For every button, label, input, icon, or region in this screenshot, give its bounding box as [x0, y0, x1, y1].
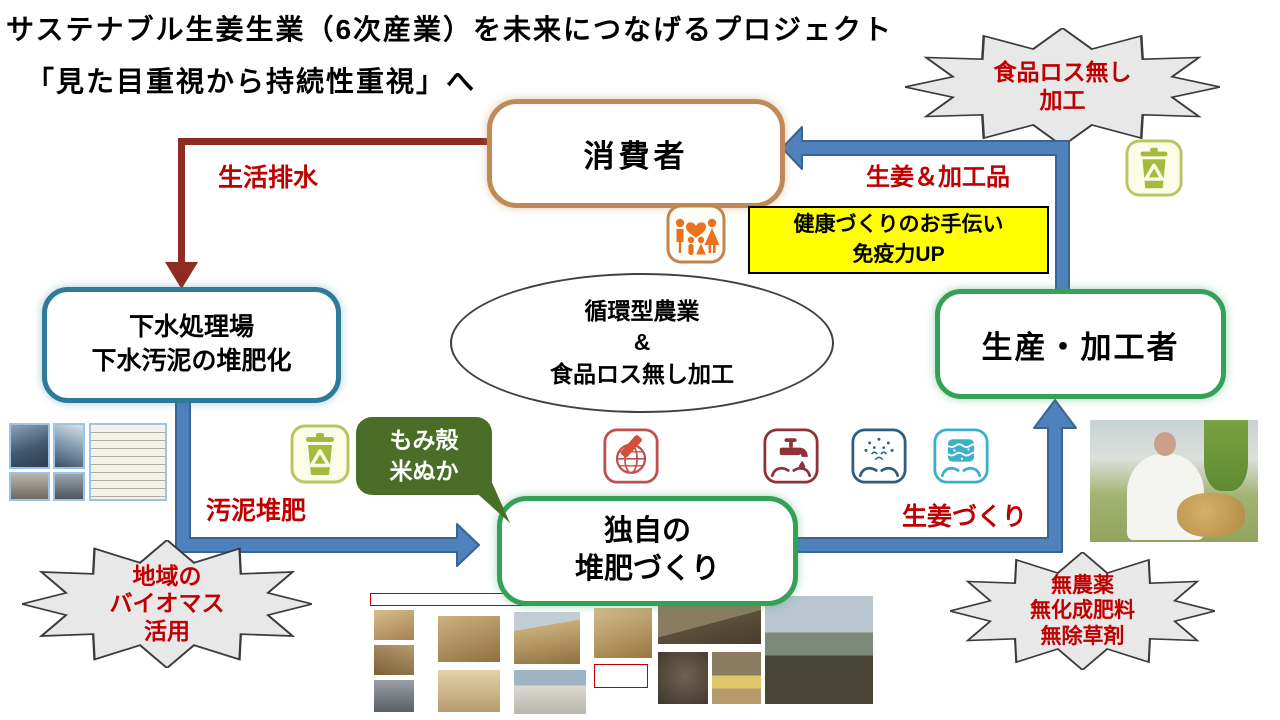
- compost-process-photo-collage: [366, 590, 658, 718]
- compost-photo: [594, 608, 652, 658]
- recycle-bin-icon: [1125, 139, 1183, 197]
- field-photo: [765, 596, 873, 704]
- family-heart-icon: [666, 204, 726, 264]
- starburst-no-food-loss: 食品ロス無し 加工: [905, 28, 1220, 146]
- sewage-plant-photo-collage: [8, 422, 170, 504]
- starburst-shape: [22, 540, 312, 668]
- health-callout: 健康づくりのお手伝い 免疫力UP: [748, 206, 1049, 274]
- globe-environment-icon: [603, 428, 659, 484]
- label-wastewater: 生活排水: [218, 164, 319, 192]
- compost-photo: [374, 610, 414, 640]
- compost-photo: [438, 616, 500, 662]
- sewage-plant-photo: [53, 472, 85, 501]
- photo-caption-strip: [594, 664, 648, 688]
- node-consumer: 消費者: [487, 99, 785, 208]
- starburst-chemical-free: 無農薬 無化成肥料 無除草剤: [950, 552, 1215, 670]
- compost-photo: [438, 670, 500, 712]
- page-subtitle: 「見た目重視から持続性重視」へ: [26, 66, 477, 97]
- rice-husk-bubble: もみ殻 米ぬか: [356, 417, 492, 495]
- water-saving-icon: [763, 428, 819, 484]
- label-sludge-compost: 汚泥堆肥: [206, 497, 307, 525]
- compost-photo: [514, 612, 580, 664]
- starburst-local-biomass: 地域の バイオマス 活用: [22, 540, 312, 668]
- node-producer-processor: 生産・加工者: [935, 289, 1226, 399]
- arrow-sewage-to-compost: [175, 391, 480, 567]
- recycle-bin-icon: [290, 424, 350, 484]
- starburst-shape: [950, 552, 1215, 670]
- node-compost-making: 独自の 堆肥づくり: [497, 496, 798, 606]
- compost-photo: [374, 645, 414, 675]
- field-photo: [712, 652, 761, 704]
- label-ginger-growing: 生姜づくり: [902, 503, 1028, 531]
- compost-photo: [374, 680, 414, 712]
- handwritten-note-photo: [89, 423, 167, 501]
- farmer-face: [1153, 432, 1176, 457]
- arrow-compost-to-producer: [788, 399, 1077, 553]
- starburst-label: 無農薬 無化成肥料 無除草剤: [1030, 574, 1135, 648]
- field-photo: [658, 652, 708, 704]
- ginger-leaves: [1204, 420, 1248, 491]
- farmer-with-ginger-photo: [1090, 420, 1258, 542]
- field-work-photo-collage: [658, 596, 873, 708]
- compost-photo: [514, 670, 586, 714]
- sewage-plant-photo: [53, 423, 85, 469]
- label-ginger-and-products: 生姜＆加工品: [866, 164, 1010, 191]
- page-title: サステナブル生姜生業（6次産業）を未来につなげるプロジェクト: [6, 14, 894, 45]
- clean-water-hands-icon: [933, 428, 989, 484]
- node-sewage-plant: 下水処理場 下水汚泥の堆肥化: [42, 287, 341, 403]
- sewage-plant-photo: [9, 472, 50, 501]
- biodiversity-hands-icon: [851, 428, 907, 484]
- starburst-shape: [905, 28, 1220, 146]
- ellipse-circular-agriculture: 循環型農業 & 食品ロス無し加工: [450, 273, 834, 413]
- arrow-consumer-to-sewage: [165, 138, 492, 289]
- ginger-roots: [1177, 493, 1245, 538]
- starburst-label: 地域の バイオマス 活用: [109, 562, 225, 644]
- sewage-plant-photo: [9, 423, 50, 469]
- starburst-label: 食品ロス無し 加工: [993, 59, 1132, 113]
